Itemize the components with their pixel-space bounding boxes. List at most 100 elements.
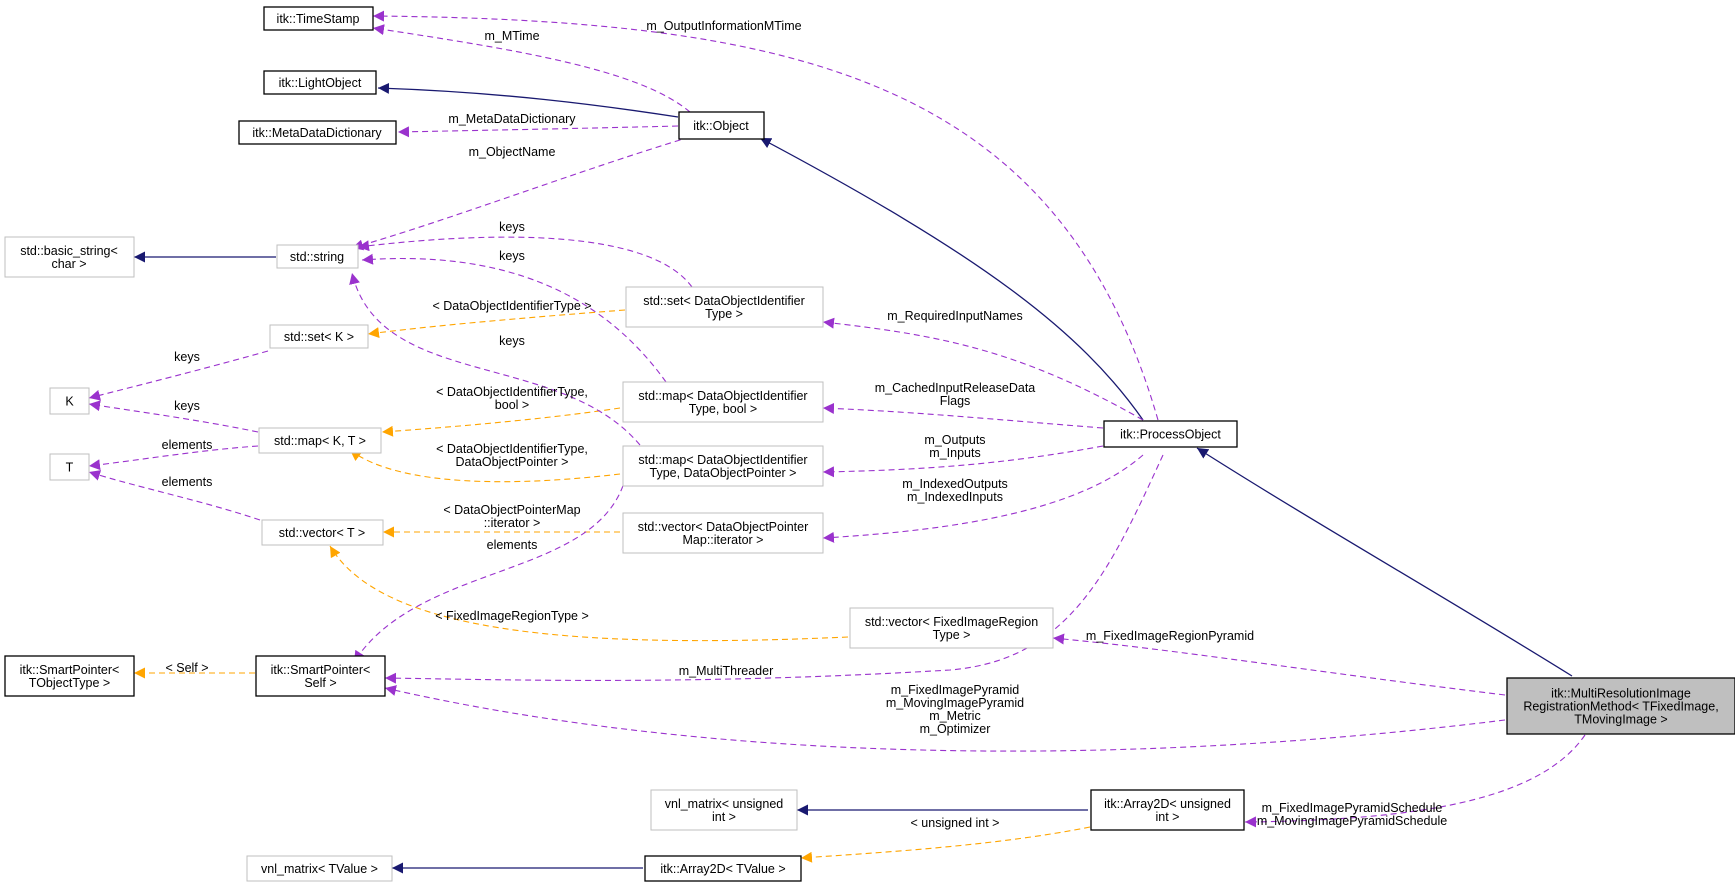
text-line: itk::SmartPointer< [20,663,120,677]
label-keys-mapdoibool: keys [499,249,525,263]
text-line: elements [487,538,538,552]
label-keys-setk: keys [174,350,200,364]
node-T[interactable]: T [49,453,90,481]
text-line: < DataObjectIdentifierType > [432,299,591,313]
text-line: m_ObjectName [469,145,556,159]
text-line: keys [499,249,525,263]
node-processobject[interactable]: itk::ProcessObject [1103,420,1238,448]
label-tmpl-vectorfir: < FixedImageRegionType > [435,609,589,623]
label-tmpl-mapdoibool: < DataObjectIdentifierType,bool > [436,385,588,412]
label-elements-vectort: elements [162,475,213,489]
edge-m-pyramids [384,685,1506,752]
edge-m-cachedinputreleasedataflags [822,402,1104,429]
node-smartptrSelf[interactable]: itk::SmartPointer<Self > [255,655,386,697]
node-array2dTV[interactable]: itk::Array2D< TValue > [644,855,802,882]
text-line: keys [499,334,525,348]
node-timestamp[interactable]: itk::TimeStamp [263,6,374,31]
text-line: int > [1156,810,1180,824]
text-line: itk::Array2D< unsigned [1104,797,1231,811]
edge-elements-mapkt [88,445,259,471]
edge-tmpl-mapdoibool [381,407,621,437]
node-object[interactable]: itk::Object [678,111,765,140]
edge-keys-mapkt [88,400,259,433]
node-label: K [65,395,74,409]
text-line: elements [162,438,213,452]
edge-m-outputinformationmtime [372,10,1159,421]
text-line: TMovingImage > [1574,713,1667,727]
edge-m-mtime [372,24,691,113]
label-m-mtime: m_MTime [484,29,539,43]
edge-m-outputs-inputs [822,445,1104,478]
node-label: itk::Object [693,119,749,133]
node-metadatadict[interactable]: itk::MetaDataDictionary [238,120,397,145]
text-line: < FixedImageRegionType > [435,609,589,623]
text-line: ::iterator > [484,516,541,530]
text-line: elements [162,475,213,489]
node-label: T [66,461,74,475]
text-line: Type > [705,307,743,321]
text-line: DataObjectPointer > [456,455,569,469]
node-label: itk::ProcessObject [1120,428,1221,442]
edge-m-requiredinputnames [822,317,1144,421]
text-line: < DataObjectIdentifierType, [436,442,588,456]
label-m-metadatadictionary: m_MetaDataDictionary [448,112,576,126]
node-string[interactable]: std::string [276,244,359,269]
edge-keys-mapdoibool [361,253,667,383]
text-line: itk::MetaDataDictionary [252,126,382,140]
label-m-requiredinputnames: m_RequiredInputNames [887,309,1023,323]
text-line: m_IndexedInputs [907,490,1003,504]
text-line: < DataObjectPointerMap [443,503,580,517]
text-line: m_RequiredInputNames [887,309,1023,323]
edge-m-multithreader [384,454,1164,684]
edge-m-indexedoutputs-inputs [822,454,1144,543]
text-line: m_FixedImagePyramid [891,683,1020,697]
text-line: std::string [290,250,344,264]
text-line: keys [174,399,200,413]
node-vnlmatrixTV[interactable]: vnl_matrix< TValue > [246,855,393,882]
text-line: Type > [933,628,971,642]
edge-m-pyramidschedules [1244,734,1586,828]
node-basicstring[interactable]: std::basic_string<char > [4,236,135,278]
text-line: m_FixedImagePyramidSchedule [1262,801,1443,815]
label-m-objectname: m_ObjectName [469,145,556,159]
text-line: < unsigned int > [911,816,1000,830]
node-smartptrT[interactable]: itk::SmartPointer<TObjectType > [4,655,135,697]
text-line: < DataObjectIdentifierType, [436,385,588,399]
text-line: std::map< K, T > [274,434,366,448]
node-label: itk::SmartPointer<TObjectType > [20,663,120,690]
edge-m-objectname [351,136,691,251]
node-setK[interactable]: std::set< K > [269,324,369,349]
text-line: int > [712,810,736,824]
node-label: itk::SmartPointer<Self > [271,663,371,690]
node-lightobject[interactable]: itk::LightObject [263,70,377,95]
node-label: itk::TimeStamp [277,12,360,26]
node-label: std::set< K > [284,330,354,344]
node-mapKT[interactable]: std::map< K, T > [258,427,382,454]
text-line: m_MetaDataDictionary [448,112,576,126]
node-K[interactable]: K [49,387,90,415]
text-line: m_IndexedOutputs [902,477,1008,491]
edge-keys-setdoi [357,236,693,288]
text-line: m_Metric [929,709,980,723]
text-line: K [65,395,74,409]
label-m-fixedimageregionpyramid: m_FixedImageRegionPyramid [1086,629,1254,643]
edge-processobject-multires [1196,447,1573,677]
node-vectorT[interactable]: std::vector< T > [261,519,384,546]
text-line: itk::Array2D< TValue > [660,862,785,876]
edge-elements-vectordopm [353,475,627,663]
text-line: std::basic_string< [20,244,118,258]
